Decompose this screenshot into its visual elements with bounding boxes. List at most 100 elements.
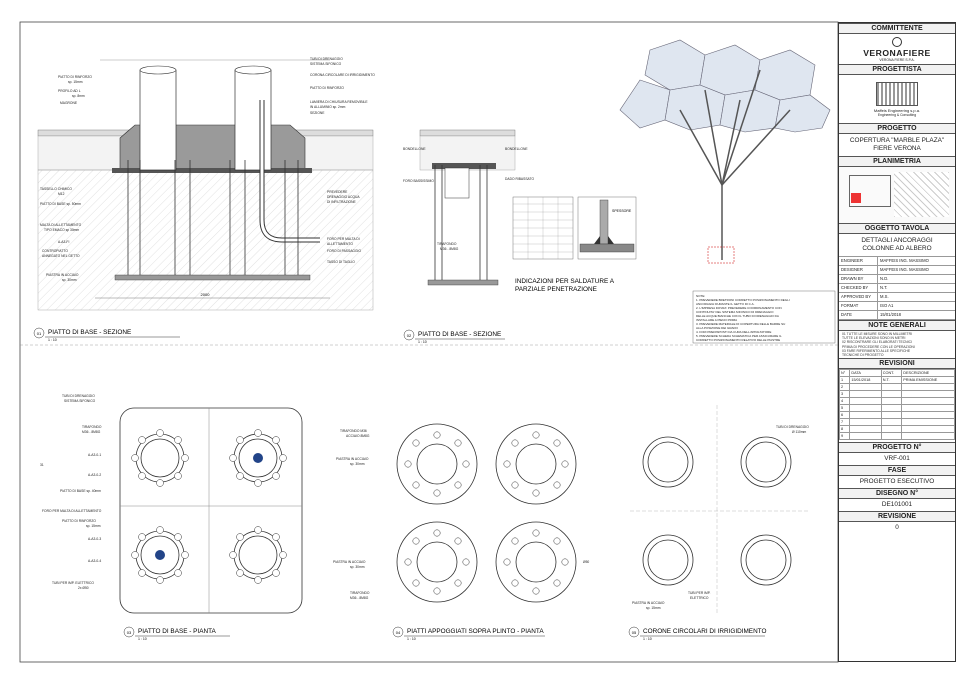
svg-text:MALTA DI ALLETTAMENTO: MALTA DI ALLETTAMENTO [40,223,82,227]
svg-text:TUBI PER IMP.: TUBI PER IMP. [688,591,711,595]
svg-text:PIASTRA IN ACCIAIO: PIASTRA IN ACCIAIO [333,560,366,564]
svg-text:3. PREVEDERE MATERIALE DI COPE: 3. PREVEDERE MATERIALE DI COPERTURA DELL… [696,322,785,326]
svg-text:BONDELLONE: BONDELLONE [403,147,426,151]
progettista-header: PROGETTISTA [839,64,955,75]
svg-text:DADO RIBASSATO: DADO RIBASSATO [505,177,534,181]
svg-text:5. PREVEDERE SCHEDA SCHEMATICA: 5. PREVEDERE SCHEDA SCHEMATICA PER ASSIC… [696,334,782,338]
svg-text:CONTROPIATTO: CONTROPIATTO [42,249,68,253]
view-01-title: PIATTO DI BASE - SEZIONE [48,329,131,336]
svg-text:CORRETTO POSIZIONAMENTO RELATI: CORRETTO POSIZIONAMENTO RELATIVO DELLE P… [696,338,780,342]
svg-text:sp. 15mm: sp. 15mm [86,524,101,528]
svg-text:1 : 10: 1 : 10 [48,338,57,342]
svg-text:sp. 30mm: sp. 30mm [350,565,365,569]
notes-text: NOTE: 1. PREVEDERE BRETRONI CORRETTO POS… [696,294,790,342]
svg-text:PROFILO AD L: PROFILO AD L [58,89,81,93]
svg-text:SPESSORE: SPESSORE [612,209,632,213]
svg-text:sp. 30mm: sp. 30mm [350,462,365,466]
view-05-rings: TUBI DI DRENAGGIO Ø 110mm PIASTRA IN ACC… [628,405,810,641]
svg-text:Ø50: Ø50 [583,560,589,564]
svg-text:MAGRONE: MAGRONE [60,101,78,105]
svg-text:04: 04 [396,630,401,635]
svg-text:2. L'IMPRESA DOVRA' PREVEDERE: 2. L'IMPRESA DOVRA' PREVEDERE COORDINAME… [696,306,782,310]
svg-text:TUBI DI DRENAGGIO: TUBI DI DRENAGGIO [310,57,343,61]
svg-text:PIASTRA IN ACCIAIO: PIASTRA IN ACCIAIO [336,457,369,461]
svg-text:ALLETTAMENTO: ALLETTAMENTO [327,242,353,246]
svg-text:TUBI PER IMP. ELETTRICO: TUBI PER IMP. ELETTRICO [52,581,94,585]
svg-text:FORO PER MALTA DI ALLETTAMENTO: FORO PER MALTA DI ALLETTAMENTO [42,509,102,513]
svg-text:LAMIERA DI CHIUSURA REMOVIBILE: LAMIERA DI CHIUSURA REMOVIBILE [310,100,368,104]
drawing-subject: DETTAGLI ANCORAGGI [861,237,933,244]
revisioni-header: REVISIONI [839,358,955,370]
svg-text:BONDELLONE: BONDELLONE [505,147,528,151]
svg-text:sp. 8mm: sp. 8mm [72,94,85,98]
svg-text:PIATTO DI RINFORZO: PIATTO DI RINFORZO [310,86,344,90]
project-name: COPERTURA "MARBLE PLAZA" [849,137,945,144]
svg-text:PIATTO DI BASE sp. 50mm: PIATTO DI BASE sp. 50mm [40,202,81,206]
committente-header: COMMITTENTE [839,23,955,34]
svg-text:4. FORI PREDISPOSTI DA CURA DE: 4. FORI PREDISPOSTI DA CURA DELL'APPALTA… [696,330,771,334]
svg-text:2x Ø50: 2x Ø50 [78,586,89,590]
company-name: VERONAFIERE [863,47,931,58]
svg-text:PIASTRA IN ACCIAIO: PIASTRA IN ACCIAIO [632,601,665,605]
svg-text:Ø 110mm: Ø 110mm [792,430,806,434]
svg-text:1 : 10: 1 : 10 [643,637,652,641]
view-02-title: PIATTO DI BASE - SEZIONE [418,331,501,338]
svg-text:DI INFILTRAZIONE: DI INFILTRAZIONE [327,200,356,204]
tree-column-sketch [619,39,831,264]
svg-text:A-A3-0-2: A-A3-0-2 [88,473,101,477]
svg-text:ELETTRICO: ELETTRICO [690,596,709,600]
svg-text:TUBI DI DRENAGGIO: TUBI DI DRENAGGIO [776,425,809,429]
weld-title: INDICAZIONI PER SALDATURE A [515,278,615,285]
svg-text:INSTALLARE A PIENO PRIMA: INSTALLARE A PIENO PRIMA [696,318,737,322]
company-logo: VERONAFIERE VERONA FIERE S.P.A. [839,34,955,64]
svg-text:TIRAFONDO M36: TIRAFONDO M36 [340,429,367,433]
planimetria-header: PLANIMETRIA [839,156,955,167]
svg-text:CONTINUITA' DEL SISTEMA SIFONI: CONTINUITA' DEL SISTEMA SIFONICO DI DREN… [696,310,774,314]
view-04-plan: TIRAFONDO M36 ACCIAIO 8M8G PIASTRA IN AC… [333,423,589,641]
svg-text:M12: M12 [58,192,65,196]
view-04-title: PIATTI APPOGGIATI SOPRA PLINTO - PIANTA [407,628,544,635]
svg-text:M36 - 8M8G: M36 - 8M8G [350,596,369,600]
svg-text:31: 31 [40,463,44,467]
svg-text:SISTEMA SIFONICO: SISTEMA SIFONICO [64,399,96,403]
svg-text:1 : 10: 1 : 10 [418,340,427,344]
view-02-section: BONDELLONE BONDELLONE FORO BASSISSIMO DA… [403,129,534,344]
svg-text:A-A3-FI: A-A3-FI [58,240,69,244]
svg-text:DELLE ACQUE BIANCHE CON IL TUB: DELLE ACQUE BIANCHE CON IL TUBO DI DRENA… [696,314,779,318]
svg-text:sp. 15mm: sp. 15mm [68,80,83,84]
svg-text:PREVEDERE: PREVEDERE [327,190,348,194]
svg-text:TIRAFONDO: TIRAFONDO [350,591,370,595]
veronafiere-logo-icon [892,36,902,47]
svg-text:M36 - 8M8G: M36 - 8M8G [440,247,459,251]
svg-text:sp. 15mm: sp. 15mm [646,606,661,610]
svg-text:SEZIONE: SEZIONE [310,111,325,115]
svg-text:TIPO EMACO sp 30mm: TIPO EMACO sp 30mm [44,228,79,232]
svg-text:03: 03 [127,630,132,635]
fase-header: FASE [839,465,955,477]
svg-text:TUBI DI DRENAGGIO: TUBI DI DRENAGGIO [62,394,95,398]
drawing-number: DE101001 [881,501,913,509]
progetto-header: PROGETTO [839,123,955,134]
svg-text:1 : 10: 1 : 10 [138,637,147,641]
engineering-logo: Maffeis Engineering s.p.a. Engineering &… [839,75,955,123]
svg-text:TASSO DI TAGLIO: TASSO DI TAGLIO [327,260,355,264]
svg-text:IN ALLUMINIO sp. 2mm: IN ALLUMINIO sp. 2mm [310,105,346,109]
title-block: COMMITTENTE VERONAFIERE VERONA FIERE S.P… [838,22,956,662]
view-03-title: PIATTO DI BASE - PIANTA [138,628,217,635]
svg-text:1. PREVEDERE BRETRONI CORRETTO: 1. PREVEDERE BRETRONI CORRETTO POSIZIONA… [696,298,790,302]
oggetto-header: OGGETTO TAVOLA [839,223,955,234]
svg-text:TIRAFONDO: TIRAFONDO [82,425,102,429]
svg-text:A-A3-0-3: A-A3-0-3 [88,537,101,541]
label-rinforzo: PIATTO DI RINFORZO [58,75,92,79]
view-01-section: 2000 PIATTO DI RINFORZO sp. 15mm PROFILO… [33,57,375,342]
svg-text:FORO BASSISSIMO: FORO BASSISSIMO [403,179,434,183]
site-plan-thumbnail [839,167,955,223]
svg-text:ALLA POSIZIONE DEI GRAFFI: ALLA POSIZIONE DEI GRAFFI [696,326,738,330]
svg-text:DRENAGGIO ACQUA: DRENAGGIO ACQUA [327,195,360,199]
svg-text:ACCIAIO 8M8G: ACCIAIO 8M8G [346,434,370,438]
svg-text:PIATTO DI RINFORZO: PIATTO DI RINFORZO [62,519,96,523]
svg-text:ANNEGATO NEL GETTO: ANNEGATO NEL GETTO [42,254,80,258]
